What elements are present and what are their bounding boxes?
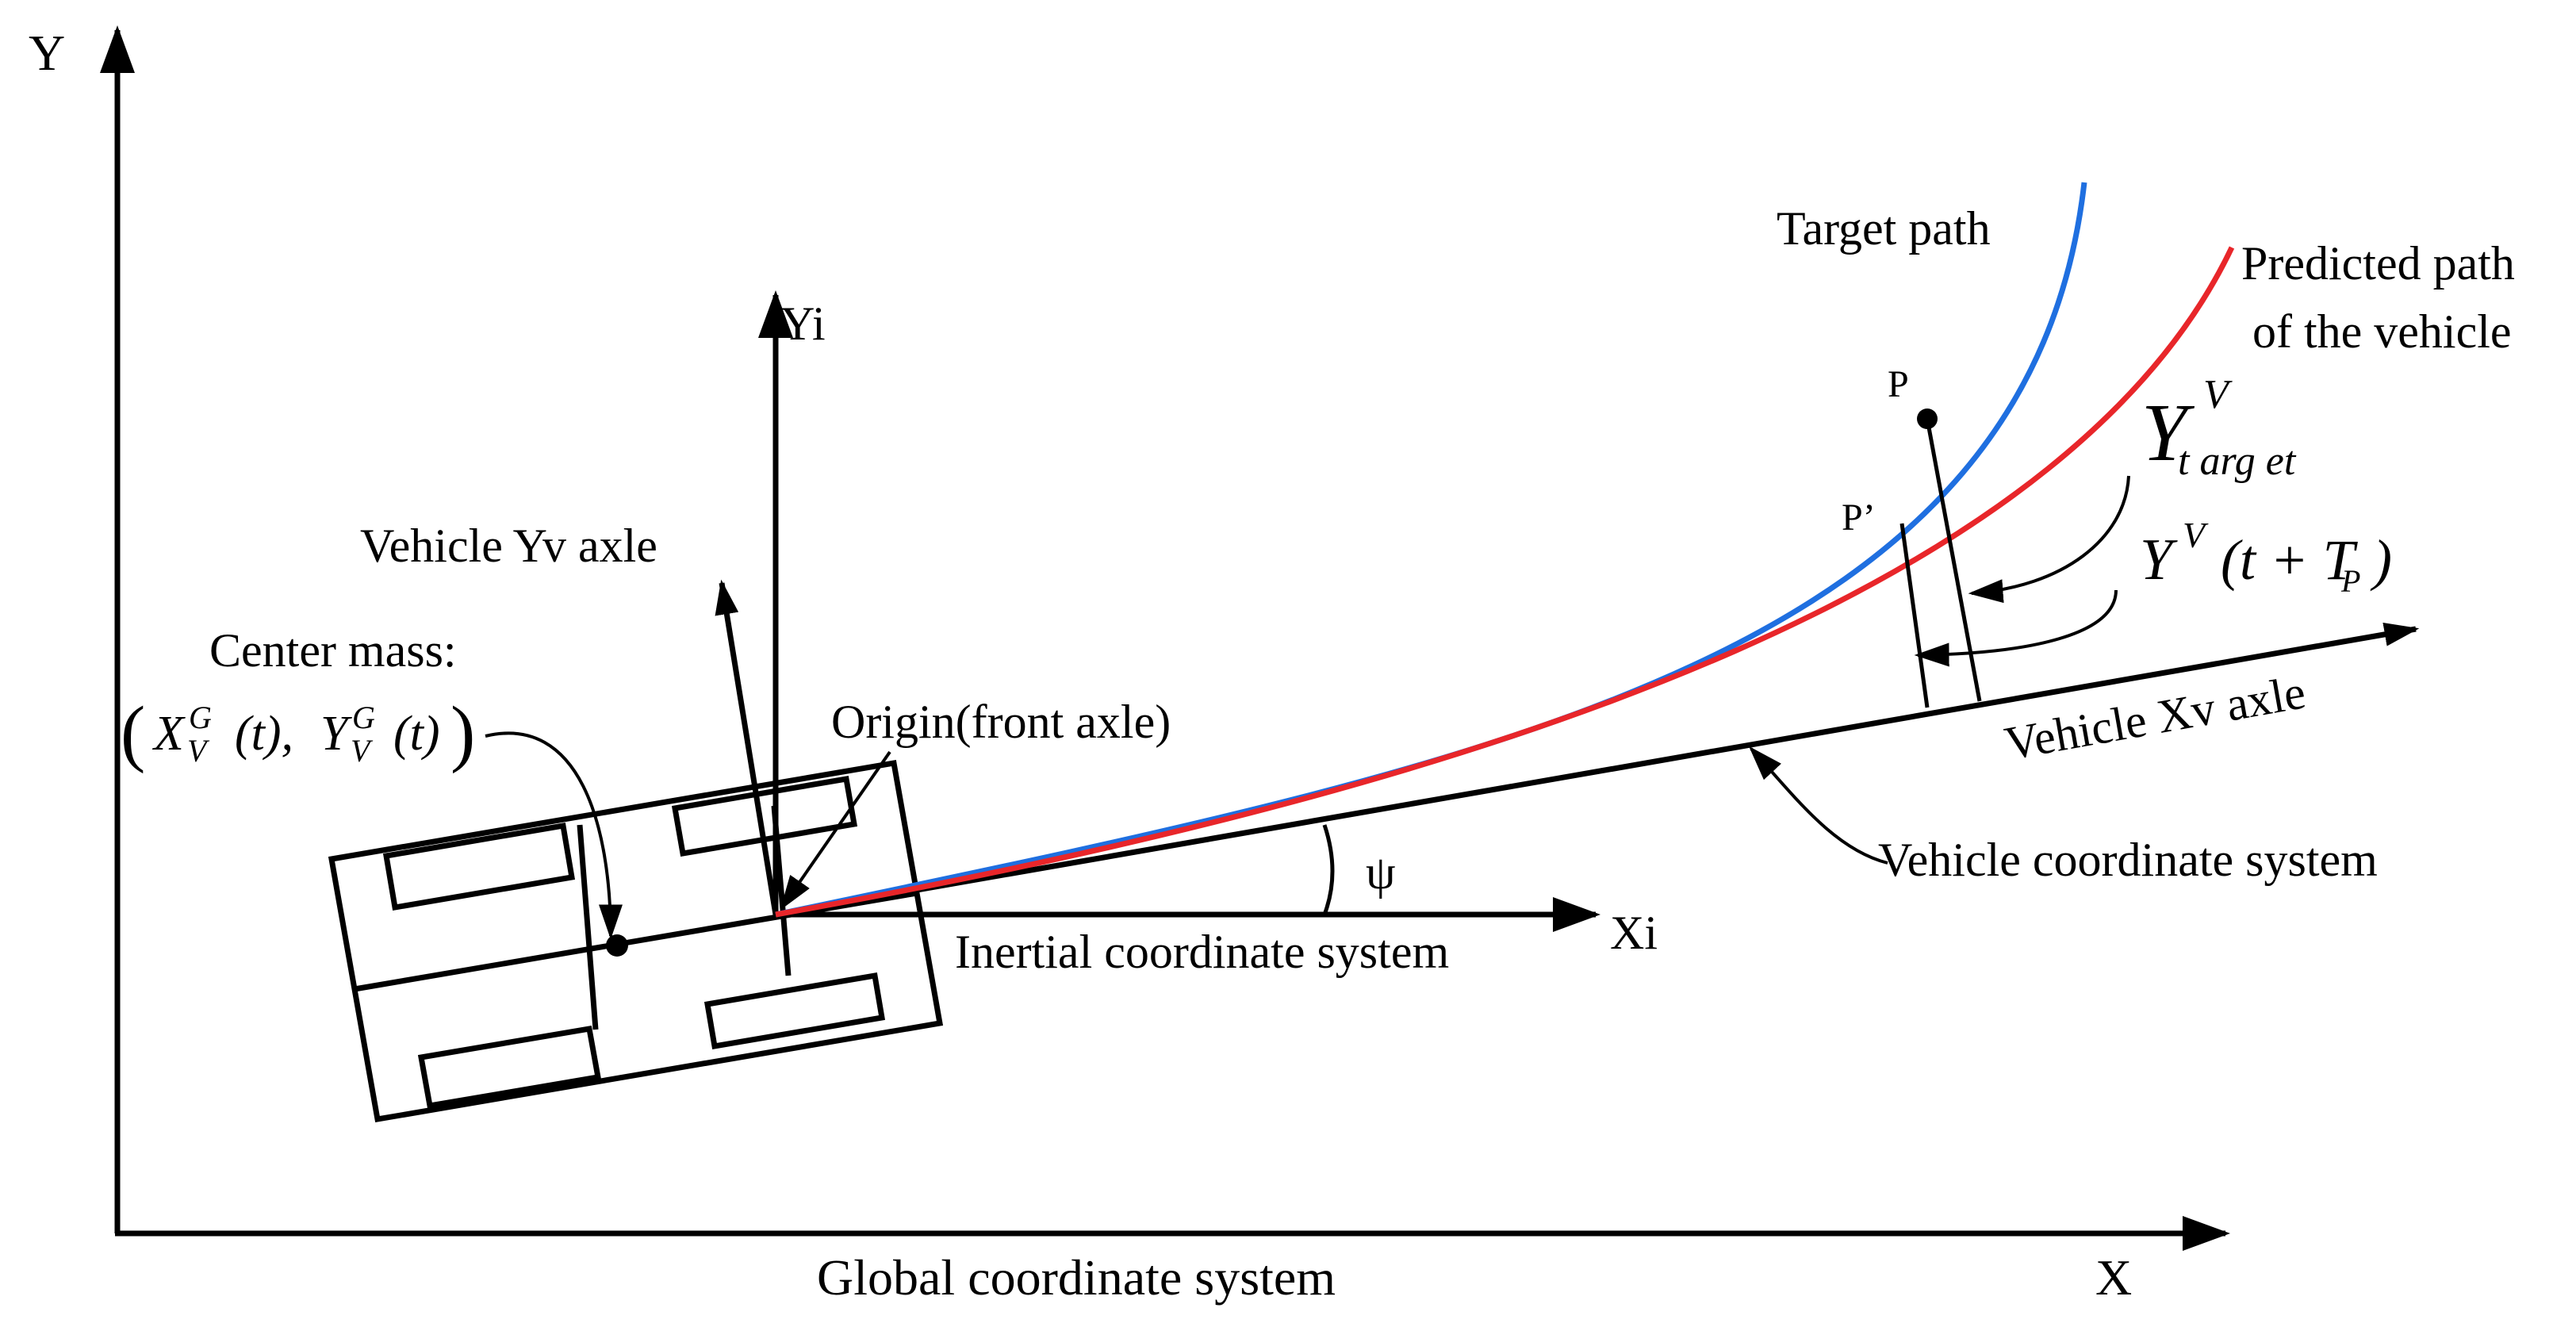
predicted-path-curve (775, 246, 2235, 918)
center-mass-x-argument: (t), (235, 707, 293, 761)
vehicle-xv-axle-label: Vehicle Xv axle (2001, 665, 2310, 770)
y-predicted-formula: Y V (t + T P ) (2140, 515, 2392, 599)
origin-pointer (780, 750, 891, 911)
heading-angle-label: ψ (1366, 846, 1396, 899)
wheel-front-left (671, 775, 858, 857)
y-predicted-argument: (t + T (2221, 528, 2359, 592)
vehicle-coord-caption: Vehicle coordinate system (1878, 834, 2378, 886)
y-predicted-symbol: Y (2140, 527, 2178, 593)
inertial-x-label: Xi (1610, 907, 1658, 959)
predicted-path-label-line2: of the vehicle (2252, 305, 2512, 358)
center-mass-y-symbol: Y (320, 707, 352, 761)
inertial-caption: Inertial coordinate system (955, 926, 1449, 978)
center-mass-close-paren: ) (450, 692, 475, 774)
center-mass-point (606, 934, 628, 957)
y-target-symbol: Y (2141, 387, 2195, 478)
y-target-pointer (1968, 475, 2130, 604)
y-predicted-argument-close: ) (2370, 528, 2392, 592)
rear-axle-line (577, 824, 599, 1030)
vehicle-yv-axle-label: Vehicle Yv axle (360, 520, 657, 572)
inertial-y-label: Yi (780, 297, 826, 350)
point-p (1917, 408, 1938, 429)
y-target-subscript: t arg et (2178, 439, 2297, 484)
vehicle-chassis (328, 759, 944, 1123)
center-mass-x-symbol: X (151, 707, 186, 761)
p-prime-projection-line (1899, 523, 1930, 708)
heading-angle-arc (1322, 824, 1335, 915)
vehicle-center-line (354, 890, 918, 992)
origin-label: Origin(front axle) (831, 696, 1171, 748)
center-mass-y-subscript: V (351, 733, 374, 769)
y-predicted-argument-subscript: P (2340, 563, 2360, 599)
point-p-label: P (1888, 363, 1909, 405)
target-path-curve (775, 182, 2087, 918)
global-x-label: X (2095, 1249, 2132, 1306)
vehicle-xv-axle (775, 623, 2420, 918)
center-mass-y-superscript: G (352, 700, 375, 735)
vehicle-body (328, 759, 944, 1123)
center-mass-pointer (485, 731, 623, 940)
vehicle-yv-axle (715, 579, 779, 915)
y-target-superscript: V (2203, 372, 2233, 417)
wheel-rear-left (382, 822, 576, 911)
point-p-prime-label: P’ (1842, 497, 1876, 539)
predicted-path-label-line1: Predicted path (2241, 237, 2515, 290)
y-predicted-superscript: V (2183, 515, 2209, 555)
wheel-front-right (703, 972, 886, 1050)
center-mass-open-paren: ( (121, 692, 145, 774)
center-mass-x-subscript: V (187, 733, 210, 769)
y-target-formula: Y V t arg et (2141, 372, 2297, 484)
target-path-label: Target path (1777, 202, 1991, 255)
center-mass-y-argument: (t) (393, 707, 440, 761)
center-mass-label: Center mass: (209, 624, 457, 677)
global-y-label: Y (29, 25, 65, 81)
vehicle-coord-pointer (1749, 746, 1888, 865)
y-predicted-pointer (1914, 589, 2118, 667)
global-axes-caption: Global coordinate system (817, 1249, 1336, 1306)
center-mass-x-superscript: G (189, 700, 212, 735)
wheel-rear-right (417, 1025, 602, 1110)
center-mass-expression: ( X G V (t), Y G V (t) ) (121, 692, 475, 774)
